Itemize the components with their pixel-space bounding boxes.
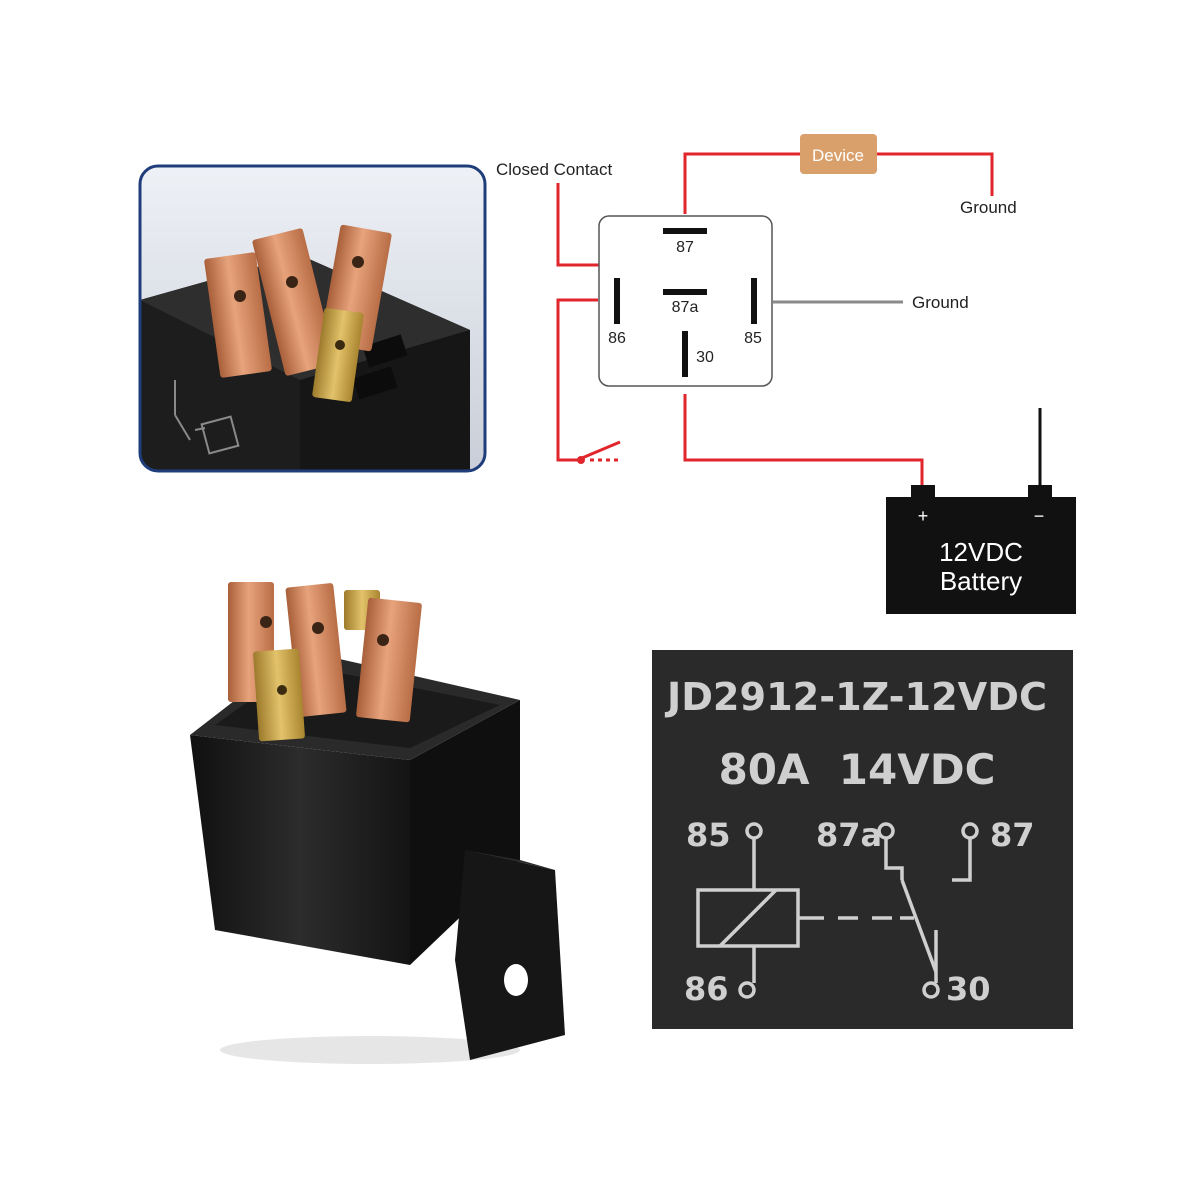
battery: + − 12VDC Battery [886, 408, 1076, 614]
battery-plus-sign: + [918, 506, 929, 526]
ground-top-label: Ground [960, 198, 1017, 217]
plate-pin-86: 86 [684, 970, 729, 1008]
pin-85-label: 85 [744, 330, 762, 347]
pin-30-bar [682, 331, 688, 377]
relay-product-photo [190, 582, 565, 1064]
device-box [800, 134, 877, 174]
battery-minus-sign: − [1034, 506, 1045, 526]
pin-86-label: 86 [608, 330, 626, 347]
pin-85-bar [751, 278, 757, 324]
ground-right-label: Ground [912, 293, 969, 312]
terminal-30 [253, 648, 305, 742]
plate-pin-30: 30 [946, 970, 991, 1008]
switch-pivot [577, 456, 585, 464]
pin-87a-bar [663, 289, 707, 295]
label-plate-bg [652, 650, 1073, 1029]
pin-87-label: 87 [676, 239, 694, 256]
relay-pin-box [598, 215, 773, 387]
rating-label: 80A 14VDC [719, 745, 996, 794]
plate-pin-87: 87 [990, 816, 1035, 854]
closed-contact-label: Closed Contact [496, 160, 613, 179]
closeup-photo [138, 164, 487, 473]
plate-pin-85: 85 [686, 816, 731, 854]
battery-name-label: Battery [940, 566, 1022, 596]
terminal-87 [356, 597, 422, 723]
plate-pin-87a: 87a [816, 816, 882, 854]
label-plate: JD2912-1Z-12VDC 80A 14VDC 85 87a 87 86 [652, 650, 1073, 1029]
battery-voltage-label: 12VDC [939, 537, 1023, 567]
wiring-diagram: Device 87 87a 86 85 30 Closed Contact Gr… [496, 134, 1076, 614]
pin-87-bar [663, 228, 707, 234]
model-number: JD2912-1Z-12VDC [664, 675, 1047, 719]
pin-87a-label: 87a [672, 299, 699, 316]
bracket-hole [504, 964, 528, 996]
pin-30-label: 30 [696, 349, 714, 366]
relay-body [190, 735, 410, 965]
pin-86-bar [614, 278, 620, 324]
mounting-bracket [455, 850, 565, 1060]
label-schematic [696, 822, 979, 999]
device-label: Device [812, 146, 864, 165]
